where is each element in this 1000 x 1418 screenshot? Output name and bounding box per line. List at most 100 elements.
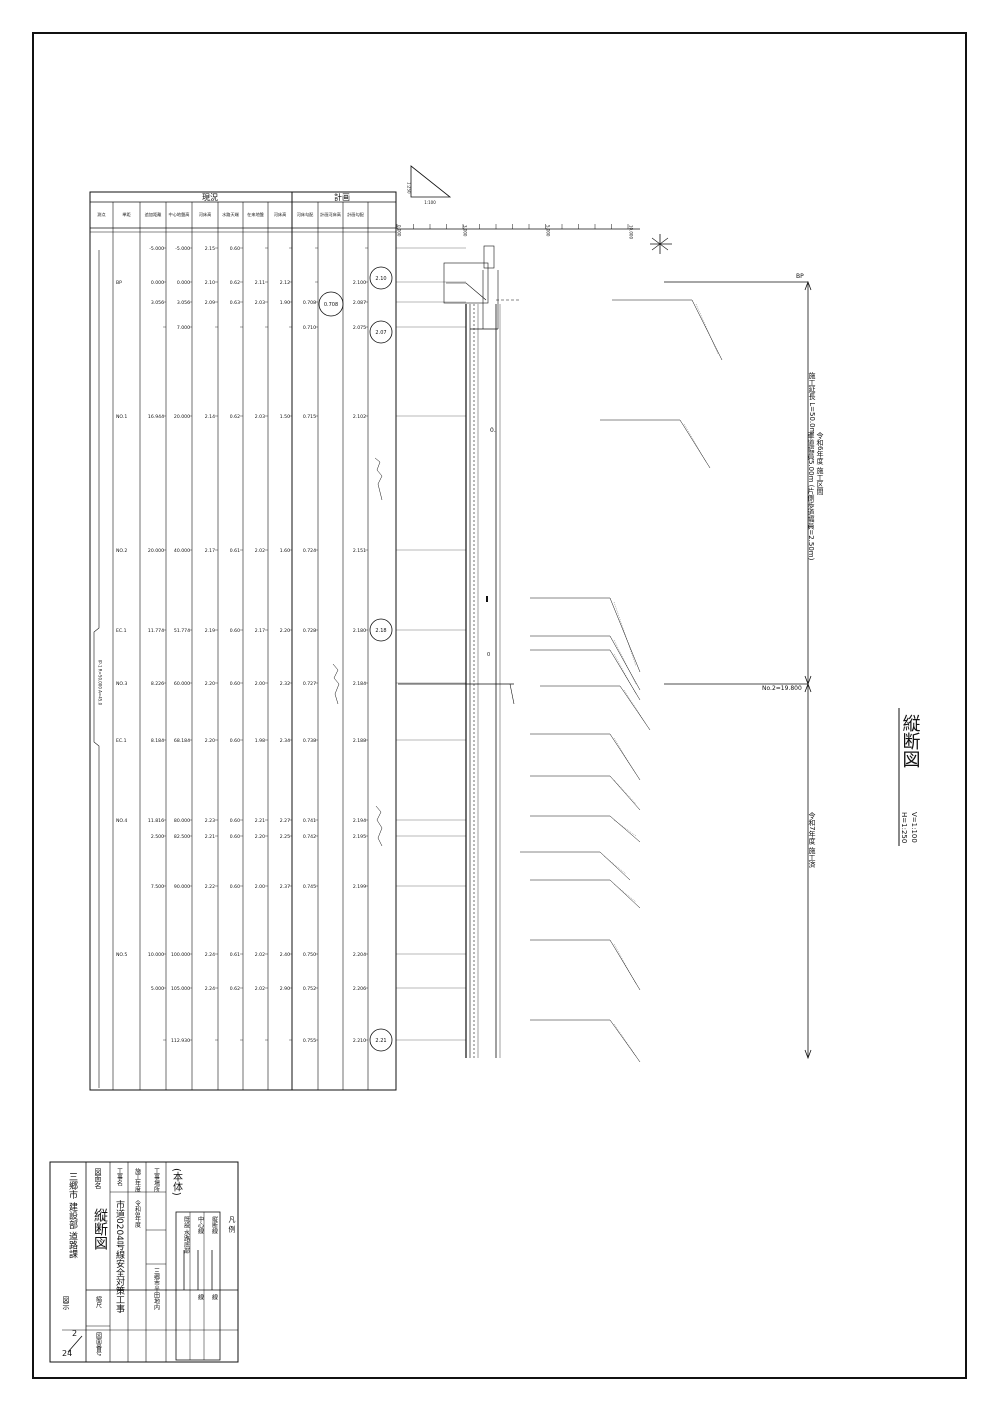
table-cell: 0.750 bbox=[303, 952, 316, 958]
table-cell: 2.17 bbox=[255, 628, 265, 634]
legend-box bbox=[175, 1211, 221, 1361]
table-cell: EC.1 bbox=[116, 628, 127, 634]
table-cell: 105.000 bbox=[171, 986, 190, 992]
table-cell: 90.000 bbox=[174, 884, 190, 890]
table-cell: 0.60 bbox=[230, 681, 240, 687]
table-col-header: 河床高 bbox=[274, 211, 287, 218]
scale-triangle bbox=[410, 165, 452, 198]
table-cell: 2.075 bbox=[353, 325, 366, 331]
table-cell: -5.000 bbox=[149, 246, 164, 252]
table-cell: 7.000 bbox=[177, 325, 190, 331]
org-name: 三郷市 建設部 道路課 bbox=[67, 1172, 78, 1260]
table-cell: 0.741 bbox=[303, 818, 316, 824]
table-cell: 1.60 bbox=[280, 548, 290, 554]
table-cell: 0.715 bbox=[303, 414, 316, 420]
table-cell: 2.20 bbox=[205, 738, 215, 744]
table-cell: NO.1 bbox=[116, 414, 127, 420]
legend-line-label: 線 bbox=[211, 1293, 218, 1300]
svg-text:0.708: 0.708 bbox=[324, 302, 338, 308]
table-cell: 2.02 bbox=[255, 548, 265, 554]
no2-label: No.2=19.800 bbox=[762, 685, 802, 692]
table-cell: 2.37 bbox=[280, 884, 290, 890]
table-cell: 2.184 bbox=[353, 681, 366, 687]
svg-text:2.10: 2.10 bbox=[375, 276, 386, 282]
table-col-header: 追加距離 bbox=[145, 211, 163, 218]
profile-mark: 0 bbox=[487, 652, 490, 658]
kouji-mei-value: 市道0204号線安全対策工事 bbox=[114, 1199, 125, 1313]
table-cell: 2.09 bbox=[205, 300, 215, 306]
table-cell: NO.5 bbox=[116, 952, 127, 958]
plan-circle: 2.18 bbox=[369, 618, 393, 642]
table-col-header: 単距 bbox=[122, 211, 130, 218]
table-cell: 2.90 bbox=[280, 986, 290, 992]
table-cell: 2.20 bbox=[205, 681, 215, 687]
table-cell: 2.500 bbox=[151, 834, 164, 840]
table-cell: 0.708 bbox=[303, 300, 316, 306]
table-cell: 2.24 bbox=[205, 986, 215, 992]
table-cell: 0.60 bbox=[230, 628, 240, 634]
table-cell: 0.738 bbox=[303, 738, 316, 744]
table-cell: 2.02 bbox=[255, 986, 265, 992]
table-cell: 2.11 bbox=[255, 280, 265, 286]
table-cell: 2.21 bbox=[255, 818, 265, 824]
table-cell: 2.00 bbox=[255, 884, 265, 890]
table-col-header: 中心地盤高 bbox=[169, 211, 190, 218]
profile-table: 現況 計画 測点単距追加距離中心地盤高河床高水路天端在来地盤河床高河床勾配計画河… bbox=[89, 191, 466, 1091]
table-cell: 2.27 bbox=[280, 818, 290, 824]
table-cell: 80.000 bbox=[174, 818, 190, 824]
table-cell: 0.752 bbox=[303, 986, 316, 992]
table-cell: 3.056 bbox=[151, 300, 164, 306]
table-cell: 7.500 bbox=[151, 884, 164, 890]
table-cell: 51.774 bbox=[174, 628, 190, 634]
table-cell: BP bbox=[116, 280, 122, 286]
table-cell: 0.000 bbox=[151, 280, 164, 286]
table-cell: 2.194 bbox=[353, 818, 366, 824]
table-col-header: 測点 bbox=[97, 211, 105, 218]
table-cell: 2.00 bbox=[255, 681, 265, 687]
sheet-border bbox=[32, 32, 967, 1379]
table-cell: 1.90 bbox=[280, 300, 290, 306]
table-cell: 2.20 bbox=[255, 834, 265, 840]
table-cell: 0.745 bbox=[303, 884, 316, 890]
kouji-basho-label: 工事場所 bbox=[153, 1168, 160, 1193]
leader-line bbox=[530, 939, 641, 991]
table-cell: NO.4 bbox=[116, 818, 127, 824]
table-cell: 0.742 bbox=[303, 834, 316, 840]
table-cell: 2.34 bbox=[280, 738, 290, 744]
table-cell: 1.98 bbox=[255, 738, 265, 744]
table-cell: 2.10 bbox=[205, 280, 215, 286]
table-group-genkyo: 現況 bbox=[202, 193, 218, 202]
section-length: 施工延長 L=50.0m bbox=[808, 371, 816, 434]
table-cell: 2.087 bbox=[353, 300, 366, 306]
table-cell: 2.02 bbox=[255, 952, 265, 958]
table-cell: 0.724 bbox=[303, 548, 316, 554]
table-cell: 0.60 bbox=[230, 246, 240, 252]
table-col-header: 水路天端 bbox=[222, 211, 239, 218]
table-cell: 0.728 bbox=[303, 628, 316, 634]
table-cell: 2.180 bbox=[353, 628, 366, 634]
drawing-title: 縦断図 V=1:100 H=1:250 bbox=[898, 708, 921, 846]
table-cell: 2.32 bbox=[280, 681, 290, 687]
table-cell: 0.61 bbox=[230, 952, 240, 958]
leader-line bbox=[530, 733, 641, 781]
table-cell: 2.151 bbox=[353, 548, 366, 554]
table-cell: 0.755 bbox=[303, 1038, 316, 1044]
table-cell: 2.14 bbox=[205, 414, 215, 420]
table-cell: 0.60 bbox=[230, 834, 240, 840]
zumen-mei-label: 図面名 bbox=[94, 1168, 102, 1190]
table-cell: 0.60 bbox=[230, 738, 240, 744]
shukushaku-label: 縮尺 bbox=[95, 1295, 102, 1309]
table-cell: 0.63 bbox=[230, 300, 240, 306]
svg-text:IP-1 R=50.000 A=45.0: IP-1 R=50.000 A=45.0 bbox=[98, 660, 103, 706]
table-cell: 2.25 bbox=[280, 834, 290, 840]
table-cell: 11.774 bbox=[148, 628, 164, 634]
svg-text:2.21: 2.21 bbox=[375, 1038, 386, 1044]
table-cell: 0.727 bbox=[303, 681, 316, 687]
